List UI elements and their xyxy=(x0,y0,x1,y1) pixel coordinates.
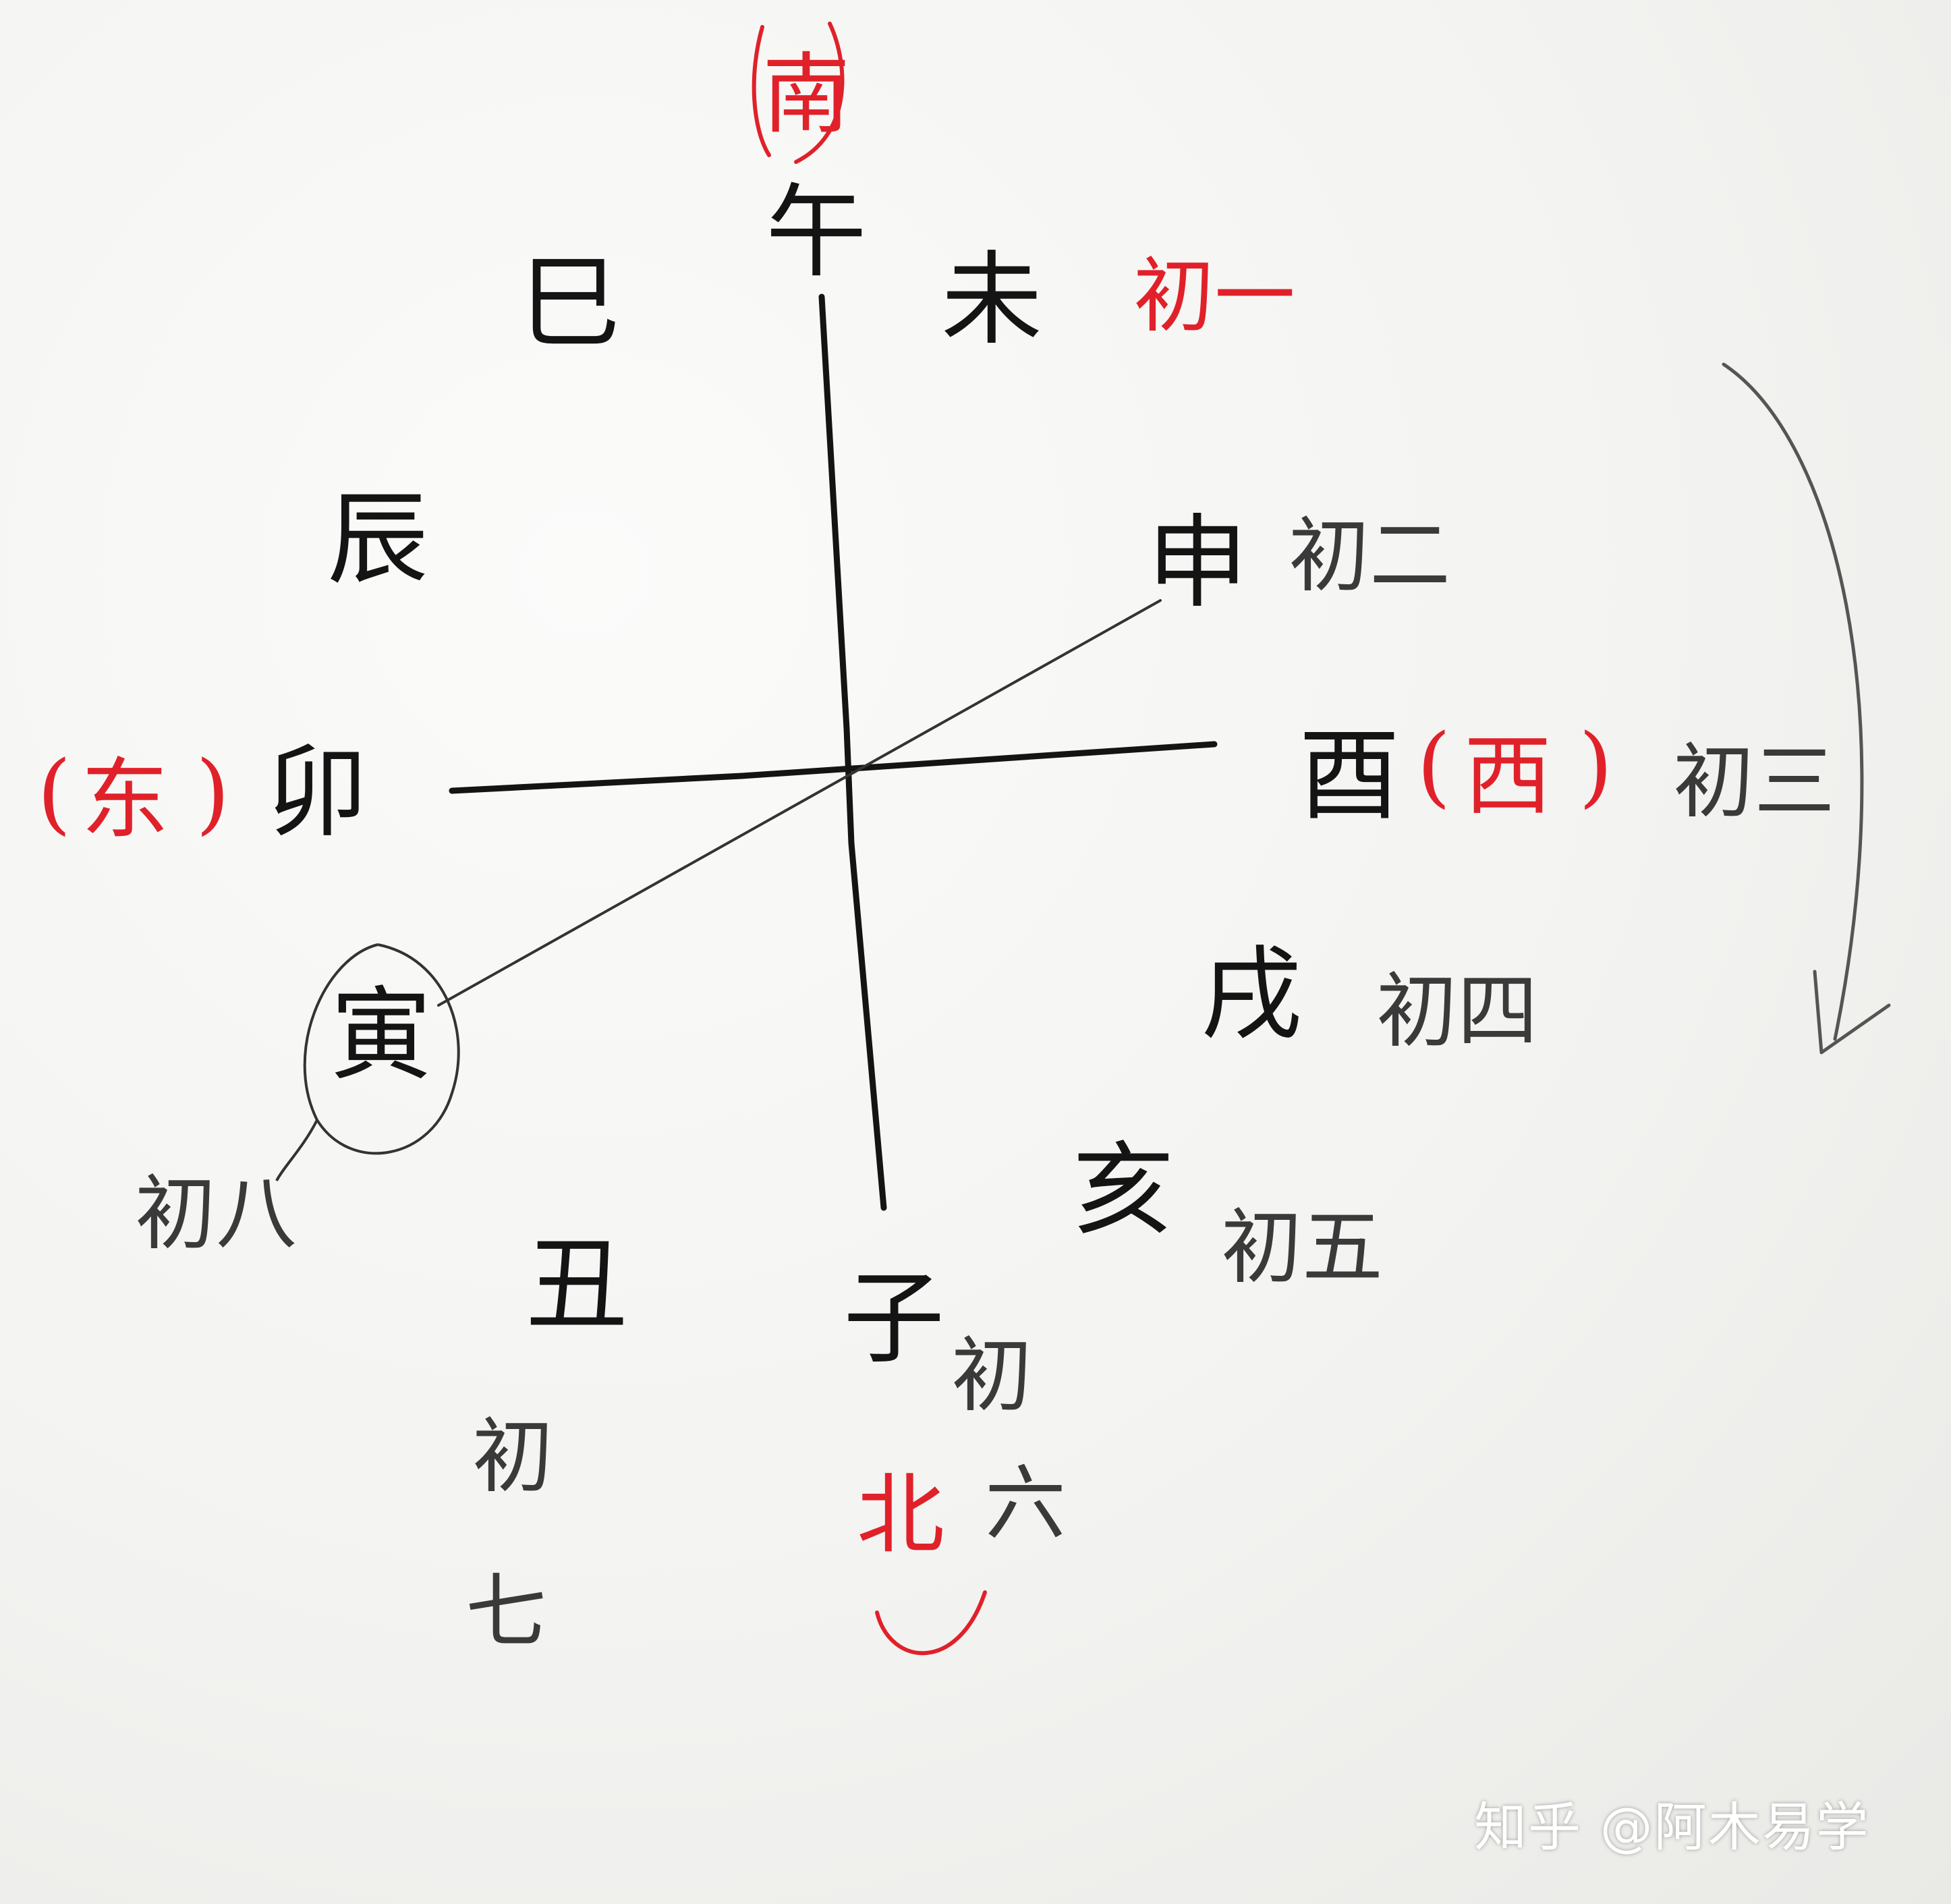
branch-chou: 丑 xyxy=(526,1227,628,1344)
day-label-5: 初五 xyxy=(1221,1201,1383,1295)
clockwise-arrow-head xyxy=(1813,970,1891,1055)
branch-shen: 申 xyxy=(1147,505,1249,622)
branch-wei: 未 xyxy=(941,242,1043,359)
direction-south: 南 xyxy=(762,43,851,146)
south-left-bracket xyxy=(752,25,771,157)
branch-wu: 午 xyxy=(766,174,868,291)
branch-yin: 寅 xyxy=(331,977,432,1094)
day-label-8: 初八 xyxy=(135,1167,297,1261)
branch-mao: 卯 xyxy=(266,734,368,851)
direction-east: 东 xyxy=(81,748,169,851)
branch-si: 巳 xyxy=(519,245,621,362)
branch-xu: 戌 xyxy=(1201,936,1303,1054)
day-label-4: 初四 xyxy=(1376,965,1538,1059)
diagonal-line-yin-shen xyxy=(437,599,1162,1007)
vertical-axis-line xyxy=(818,293,887,1211)
clockwise-arrow-curve xyxy=(1722,362,1864,1041)
north-bottom-bracket xyxy=(875,1590,987,1655)
day-label-1: 初一 xyxy=(1133,250,1295,343)
day-label-7-part1: 初 xyxy=(472,1410,553,1504)
west-open-paren: ( xyxy=(1417,715,1451,817)
watermark: 知乎 @阿木易学 xyxy=(1474,1797,1870,1858)
branch-you: 酉 xyxy=(1299,717,1401,835)
circle-tail xyxy=(275,1119,318,1181)
south-right-bracket xyxy=(794,22,845,164)
branch-zi: 子 xyxy=(843,1260,945,1378)
direction-north: 北 xyxy=(857,1463,945,1566)
day-label-3: 初三 xyxy=(1673,735,1835,829)
day-label-6-part1: 初 xyxy=(951,1329,1032,1423)
east-open-paren: ( xyxy=(37,741,72,844)
branch-chen: 辰 xyxy=(327,481,429,598)
direction-west: 西 xyxy=(1464,725,1552,827)
east-close-paren: ) xyxy=(196,741,230,844)
branch-hai: 亥 xyxy=(1073,1132,1175,1250)
day-label-2: 初二 xyxy=(1289,509,1450,603)
day-label-7-part2: 七 xyxy=(465,1565,546,1659)
west-close-paren: ) xyxy=(1579,715,1613,817)
circle-around-yin xyxy=(303,943,460,1155)
horizontal-axis-line xyxy=(449,741,1218,794)
day-label-6-part2: 六 xyxy=(985,1457,1066,1551)
